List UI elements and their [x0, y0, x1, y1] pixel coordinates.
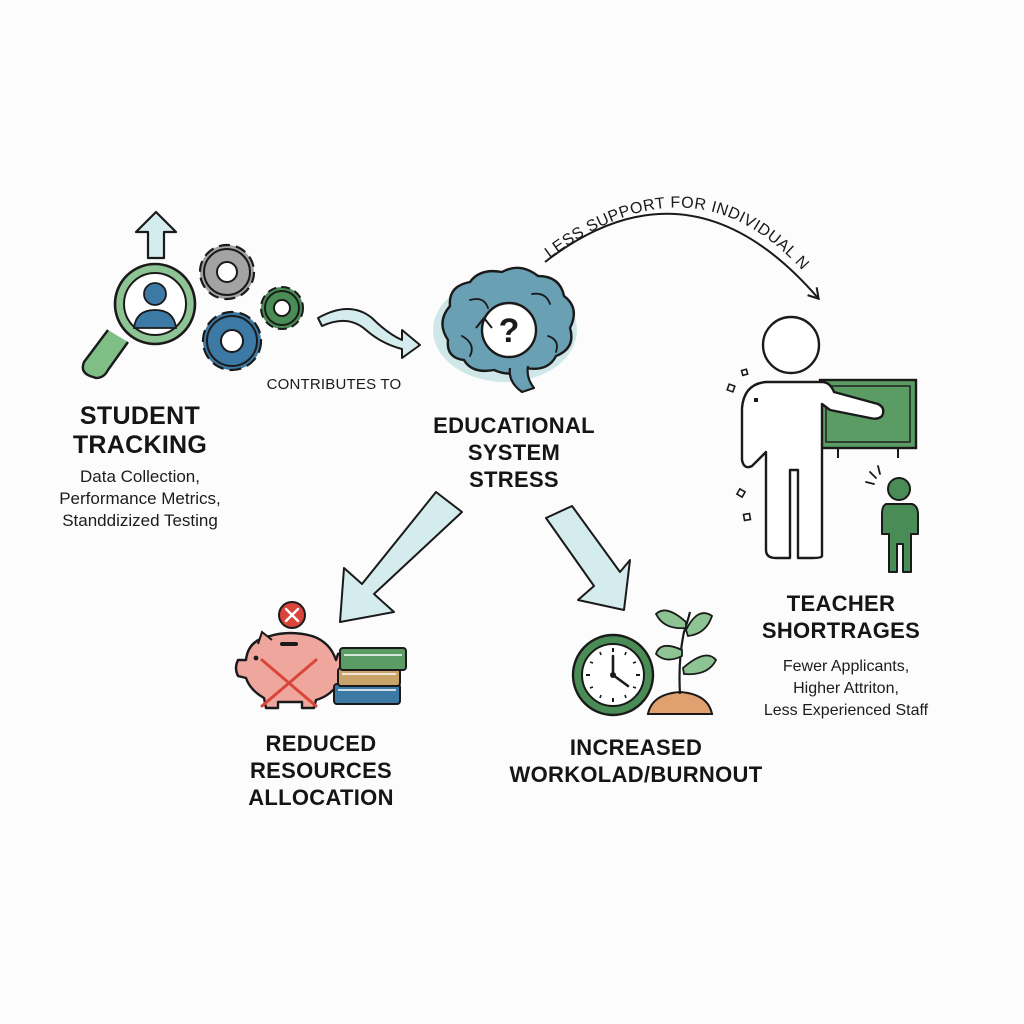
title-line: REDUCED: [265, 731, 377, 756]
brain-question-icon: ?: [433, 266, 577, 394]
blue-gear-icon: [201, 310, 263, 372]
increased-workload-title: INCREASED WORKOLAD/BURNOUT: [506, 734, 766, 788]
title-line: TRACKING: [72, 431, 208, 459]
detail-line: Fewer Applicants,: [782, 658, 910, 675]
piggy-bank-books-cross-icon: [234, 601, 407, 710]
up-arrow-icon: [134, 210, 178, 260]
student-tracking-icon: [81, 210, 304, 380]
student-figure-icon: [865, 465, 919, 573]
title-line: ALLOCATION: [248, 785, 394, 810]
title-line: EDUCATIONAL: [433, 413, 595, 438]
green-gear-icon: [260, 286, 304, 330]
teacher-shortages-details: Fewer Applicants, Higher Attriton, Less …: [746, 656, 946, 722]
detail-line: Standdizized Testing: [62, 511, 218, 530]
title-line: STUDENT: [79, 402, 201, 430]
detail-line: Performance Metrics,: [59, 489, 221, 508]
title-line: TEACHER: [786, 591, 896, 616]
title-line: STRESS: [469, 467, 559, 492]
teacher-shortages-title: TEACHER SHORTRAGES: [746, 590, 936, 644]
title-line: INCREASED: [569, 735, 703, 760]
reduced-resources-title: REDUCED RESOURCES ALLOCATION: [226, 730, 416, 811]
detail-line: Higher Attriton,: [793, 680, 899, 697]
student-tracking-details: Data Collection, Performance Metrics, St…: [34, 466, 246, 532]
clock-sprout-icon: [571, 609, 718, 717]
student-tracking-title: STUDENT TRACKING: [60, 402, 220, 460]
teacher-at-board-icon: [726, 315, 919, 573]
contributes-to-label: CONTRIBUTES TO: [266, 376, 402, 393]
title-line: WORKOLAD/BURNOUT: [509, 762, 763, 787]
arrow-to-workload: [545, 505, 631, 611]
title-line: SYSTEM: [467, 440, 561, 465]
title-line: SHORTRAGES: [761, 618, 921, 643]
support-curve-arrow: [544, 212, 820, 301]
arrow-to-resources: [339, 491, 463, 623]
contributes-arrow: [317, 308, 421, 359]
detail-line: Data Collection,: [79, 467, 200, 486]
support-curve-label: LESS SUPPORT FOR INDIVIDUAL NEEDS: [0, 0, 812, 273]
educational-system-stress-title: EDUCATIONAL SYSTEM STRESS: [404, 412, 624, 493]
title-line: RESOURCES: [249, 758, 393, 783]
svg-text:?: ?: [499, 312, 520, 350]
gray-gear-icon: [198, 243, 256, 301]
detail-line: Less Experienced Staff: [763, 702, 929, 719]
